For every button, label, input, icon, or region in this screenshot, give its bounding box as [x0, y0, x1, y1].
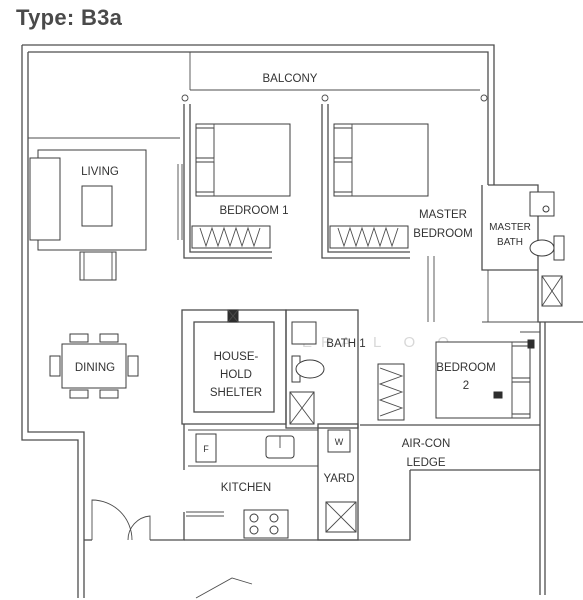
label-living: LIVING	[81, 166, 119, 178]
bedroom2-bed	[435, 331, 541, 419]
label-aircon-line2: LEDGE	[407, 457, 446, 469]
entrance-door	[91, 499, 253, 599]
bedroom1-bed	[191, 123, 291, 249]
label-shelter-line2: HOLD	[220, 369, 252, 381]
master-bath-fixtures	[529, 191, 565, 307]
label-aircon-line1: AIR-CON	[402, 438, 451, 450]
label-master-bath-line2: BATH	[497, 237, 523, 248]
label-fridge: F	[203, 444, 209, 454]
yard-fixtures	[317, 423, 359, 541]
label-washer: W	[335, 437, 344, 447]
watermark: ERA L O O	[302, 334, 458, 351]
bedroom-walls	[177, 94, 540, 323]
dining-table	[49, 333, 139, 399]
label-balcony: BALCONY	[263, 73, 318, 85]
label-master-bedroom-line2: BEDROOM	[413, 228, 472, 240]
label-bedroom2-line1: BEDROOM	[436, 362, 495, 374]
household-shelter	[181, 309, 287, 425]
label-master-bath-line1: MASTER	[489, 222, 531, 233]
label-shelter-line3: SHELTER	[210, 387, 262, 399]
living-furniture	[29, 149, 147, 281]
label-yard: YARD	[323, 473, 354, 485]
kitchen-fixtures	[183, 424, 318, 539]
outer-walls	[21, 44, 583, 598]
bath1	[285, 309, 405, 429]
label-shelter-line1: HOUSE-	[214, 351, 259, 363]
master-bed	[329, 123, 429, 249]
label-bath1: BATH 1	[326, 338, 365, 350]
label-master-bedroom-line1: MASTER	[419, 209, 467, 221]
label-kitchen: KITCHEN	[221, 482, 271, 494]
label-dining: DINING	[75, 362, 115, 374]
label-bedroom1: BEDROOM 1	[219, 205, 288, 217]
plan-title: Type: B3a	[16, 5, 123, 30]
label-bedroom2-line2: 2	[463, 380, 469, 392]
